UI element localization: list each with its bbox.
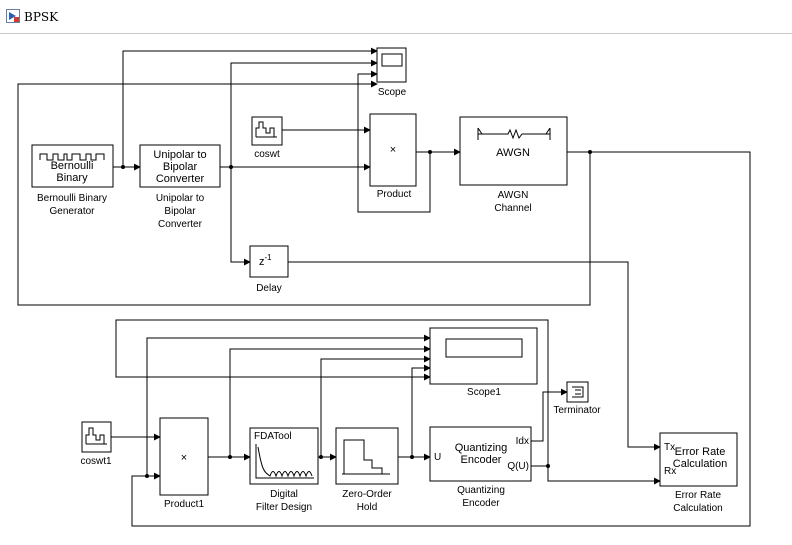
bernoulli-block-line2: Binary	[56, 172, 88, 184]
awgn-caption-line2: Channel	[494, 203, 531, 214]
coswt1-source-block[interactable]	[81, 421, 112, 453]
quant-block-line2: Encoder	[461, 454, 502, 466]
signal-builder-icon	[85, 427, 107, 445]
signal-builder-icon	[255, 121, 277, 138]
awgn-caption-line1: AWGN	[498, 190, 529, 201]
quant-caption-line1: Quantizing	[457, 485, 505, 496]
unipolar-caption-line2: Bipolar	[164, 206, 196, 217]
product-symbol: ×	[390, 144, 396, 156]
pulse-waveform-icon	[39, 153, 105, 161]
terminator-block[interactable]	[566, 381, 589, 403]
digital-filter-design-block[interactable]: FDATool	[249, 427, 319, 485]
scope-caption: Scope	[378, 87, 407, 98]
scope1-screen-icon	[445, 338, 523, 358]
unipolar-caption-line1: Unipolar to	[156, 193, 205, 204]
delay-caption: Delay	[256, 283, 282, 294]
product-caption: Product	[377, 189, 412, 200]
simulink-model-icon	[6, 9, 20, 23]
quant-block-line1: Quantizing	[455, 442, 508, 454]
errrate-port-rx: Rx	[664, 466, 676, 477]
errrate-caption-line2: Calculation	[673, 503, 722, 514]
terminator-caption: Terminator	[553, 405, 601, 416]
terminator-icon	[572, 386, 584, 398]
coswt1-caption: coswt1	[80, 456, 112, 467]
delay-base: z	[259, 256, 265, 268]
coswt-source-block[interactable]	[251, 116, 283, 146]
window-title: BPSK	[24, 10, 59, 24]
unipolar-to-bipolar-block[interactable]: Unipolar to Bipolar Converter	[139, 144, 221, 188]
scope-block[interactable]	[376, 47, 407, 83]
quant-port-idx: Idx	[516, 436, 529, 447]
errrate-port-tx: Tx	[664, 442, 675, 453]
model-canvas[interactable]: Bernoulli Binary Bernoulli Binary Genera…	[0, 34, 792, 545]
bernoulli-binary-generator-block[interactable]: Bernoulli Binary	[31, 144, 114, 188]
product1-caption: Product1	[164, 499, 204, 510]
bernoulli-caption-line2: Generator	[49, 206, 95, 217]
awgn-block-label: AWGN	[496, 147, 530, 159]
staircase-icon	[342, 439, 390, 475]
bernoulli-caption-line1: Bernoulli Binary	[37, 193, 107, 204]
errrate-block-line2: Calculation	[673, 458, 727, 470]
unipolar-block-line2: Bipolar	[163, 161, 198, 173]
scope1-caption: Scope1	[467, 387, 501, 398]
delay-exponent: -1	[265, 253, 273, 262]
errrate-block-line1: Error Rate	[675, 446, 726, 458]
product-block[interactable]: ×	[369, 113, 417, 187]
signal-lines	[17, 47, 751, 527]
unipolar-block-line3: Converter	[156, 173, 205, 185]
coswt-caption: coswt	[254, 149, 280, 160]
error-rate-calculation-block[interactable]: Error Rate Calculation Tx Rx	[659, 432, 738, 487]
channel-resistor-icon	[477, 127, 551, 140]
product1-block[interactable]: ×	[159, 417, 209, 496]
zoh-caption-line1: Zero-Order	[342, 489, 392, 500]
awgn-channel-block[interactable]: AWGN	[459, 116, 568, 186]
fda-caption-line1: Digital	[270, 489, 298, 500]
quant-caption-line2: Encoder	[462, 498, 500, 509]
errrate-caption-line1: Error Rate	[675, 490, 722, 501]
title-bar: BPSK	[0, 0, 792, 34]
quantizing-encoder-block[interactable]: Quantizing Encoder U Idx Q(U)	[429, 426, 532, 482]
quant-port-u: U	[434, 452, 441, 463]
quant-port-q: Q(U)	[507, 461, 529, 472]
bernoulli-block-line1: Bernoulli	[51, 160, 94, 172]
zoh-caption-line2: Hold	[357, 502, 378, 513]
product1-symbol: ×	[181, 452, 187, 464]
fda-caption-line2: Filter Design	[256, 502, 312, 513]
unipolar-block-line1: Unipolar to	[153, 149, 206, 161]
filter-response-icon	[255, 444, 314, 479]
zero-order-hold-block[interactable]	[335, 427, 399, 485]
scope1-block[interactable]	[429, 327, 538, 385]
delay-block[interactable]: z-1	[249, 245, 289, 278]
svg-text:z-1: z-1	[259, 253, 272, 268]
fdatool-label: FDATool	[254, 431, 292, 442]
unipolar-caption-line3: Converter	[158, 219, 203, 230]
scope-screen-icon	[381, 53, 403, 67]
